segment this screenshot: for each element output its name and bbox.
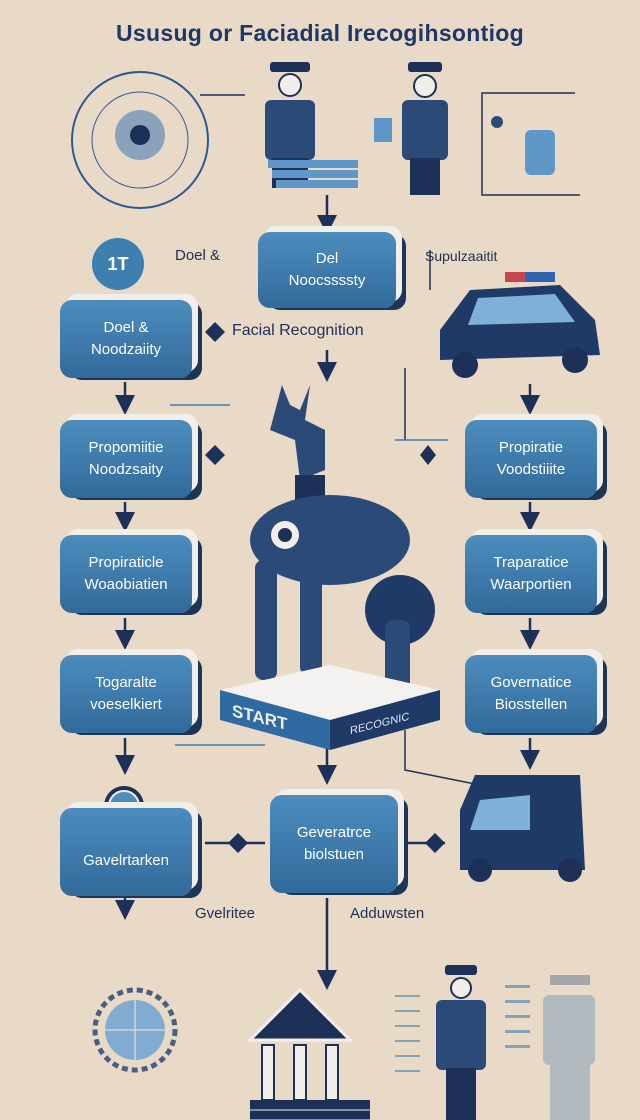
- label-adduwsten: Adduwsten: [350, 905, 425, 922]
- box-line: Noodzaiity: [90, 341, 162, 358]
- step-badge: 1T: [92, 238, 144, 290]
- police-officer-icon: [265, 62, 358, 188]
- box-line: Togaralte: [95, 674, 157, 691]
- box-center-bottom: Geveratrce biolstuen: [270, 795, 398, 893]
- box-line: voeselkiert: [90, 696, 162, 713]
- box-line: Gavelrtarken: [83, 852, 169, 869]
- box-line: Propiratie: [498, 439, 564, 456]
- seal-emblem: [71, 71, 209, 209]
- box-left-3: Propiraticle Woaobiatien: [60, 535, 192, 613]
- box-del-noodzakelijkheid: Del Noocssssty: [258, 232, 396, 308]
- box-left-5: Gavelrtarken: [60, 808, 192, 896]
- box-line: Noocssssty: [288, 272, 366, 289]
- box-line: Woaobiatien: [84, 576, 168, 593]
- box-left-2: Propomiitie Noodzsaity: [60, 420, 192, 498]
- label-facial-recognition: Facial Recognition: [232, 322, 364, 339]
- box-line: Doel &: [103, 319, 149, 336]
- box-right-3: Governatice Biosstellen: [465, 655, 597, 733]
- box-line: Propomiitie: [88, 439, 164, 456]
- robot-dog-figure: [220, 385, 440, 750]
- police-officer-icon: [374, 62, 448, 195]
- police-van-icon: [460, 775, 585, 882]
- data-bars: [395, 985, 530, 1072]
- diamond-connectors: [205, 322, 445, 853]
- box-line: biolstuen: [303, 846, 365, 863]
- box-left-1: Doel & Noodzaiity: [60, 300, 192, 378]
- box-line: Noodzsaity: [88, 461, 164, 478]
- box-line: Voodstiiite: [496, 461, 566, 478]
- box-line: Propiraticle: [88, 554, 164, 571]
- label-doel: Doel &: [175, 247, 221, 264]
- box-left-4: Togaralte voeselkiert: [60, 655, 192, 733]
- faded-officer-icon: [543, 975, 595, 1120]
- box-line: Geveratrce: [296, 824, 372, 841]
- box-right-2: Traparatice Waarportien: [465, 535, 597, 613]
- box-line: Del: [315, 250, 339, 267]
- courthouse-icon: [246, 987, 370, 1120]
- camera-frame-icon: [481, 92, 580, 196]
- box-line: Biosstellen: [494, 696, 568, 713]
- infographic-title: Ususug or Faciadial Irecogihsontiog: [116, 20, 524, 46]
- box-line: Waarportien: [490, 576, 572, 593]
- globe-emblem-icon: [92, 987, 178, 1073]
- label-supulzaaitit: Supulzaaitit: [425, 248, 498, 264]
- box-right-1: Propiratie Voodstiiite: [465, 420, 597, 498]
- box-line: Governatice: [490, 674, 572, 691]
- police-officer-icon: [436, 965, 486, 1120]
- label-gvelritee: Gvelritee: [195, 905, 256, 922]
- box-line: Traparatice: [493, 554, 569, 571]
- police-car-icon: [440, 272, 600, 378]
